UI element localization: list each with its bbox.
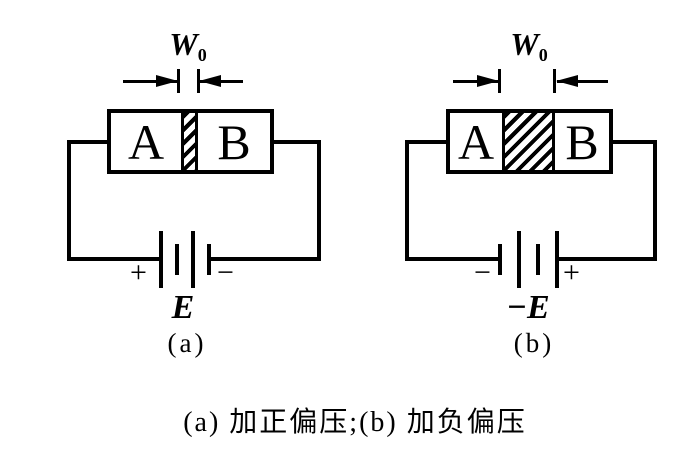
terminal-minus-sign-a: − [217, 256, 234, 289]
width-subscript: 0 [538, 45, 548, 65]
battery-plate-short-icon [536, 244, 540, 275]
junction-hatch-b [502, 113, 555, 170]
dim-tick-left-a [177, 69, 180, 93]
region-a-label: A [127, 113, 165, 170]
battery-plate-long-icon [159, 231, 163, 288]
dim-tick-left-b [498, 69, 501, 93]
terminal-plus-sign-b: + [563, 256, 580, 289]
battery-plate-long-icon [517, 231, 521, 288]
battery-plate-long-icon [555, 231, 559, 288]
semiconductor-box-a: A B [107, 109, 274, 174]
wire-left-horizontal-a [67, 140, 111, 144]
dim-arrow-right-shaft-b [557, 80, 608, 83]
width-symbol: W [510, 26, 539, 62]
wire-right-vertical-a [317, 140, 321, 261]
subfigure-label-b: (b) [513, 328, 555, 358]
figure-caption: (a) 加正偏压;(b) 加负偏压 [183, 407, 527, 438]
width-label-b: W0 [494, 26, 564, 64]
width-symbol: W [169, 26, 198, 62]
battery-voltage-label-b: −E [506, 289, 550, 326]
wire-bottom-right-b [557, 257, 657, 261]
battery-voltage-label-a: E [171, 289, 195, 326]
terminal-plus-sign-a: + [130, 256, 147, 289]
wire-left-vertical-a [67, 140, 71, 261]
dim-arrow-left-shaft-a [123, 80, 179, 83]
battery-plate-long-icon [191, 231, 195, 288]
subfigure-label-a: (a) [167, 328, 207, 358]
wire-right-vertical-b [653, 140, 657, 261]
width-subscript: 0 [197, 45, 207, 65]
semiconductor-box-b: A B [446, 109, 613, 174]
wire-bottom-left-a [67, 257, 161, 261]
width-label-a: W0 [153, 26, 223, 64]
dim-tick-right-b [553, 69, 556, 93]
wire-bottom-right-a [209, 257, 321, 261]
wire-bottom-left-b [405, 257, 500, 261]
dim-arrow-right-shaft-a [200, 80, 243, 83]
battery-plate-short-icon [175, 244, 179, 275]
wire-left-vertical-b [405, 140, 409, 261]
battery-plate-short-icon [207, 244, 211, 275]
wire-right-horizontal-b [609, 140, 657, 144]
region-b-label: B [217, 113, 251, 170]
dim-arrow-left-shaft-b [453, 80, 499, 83]
dim-arrowhead-left-icon-b [477, 75, 499, 87]
terminal-minus-sign-b: − [474, 256, 491, 289]
junction-hatch-a [181, 113, 198, 170]
dim-arrowhead-left-icon-a [156, 75, 178, 87]
battery-plate-short-icon [498, 244, 502, 275]
dim-tick-right-a [197, 69, 200, 93]
region-a-label: A [457, 113, 495, 170]
wire-left-horizontal-b [405, 140, 450, 144]
wire-right-horizontal-a [270, 140, 321, 144]
region-b-label: B [565, 113, 599, 170]
